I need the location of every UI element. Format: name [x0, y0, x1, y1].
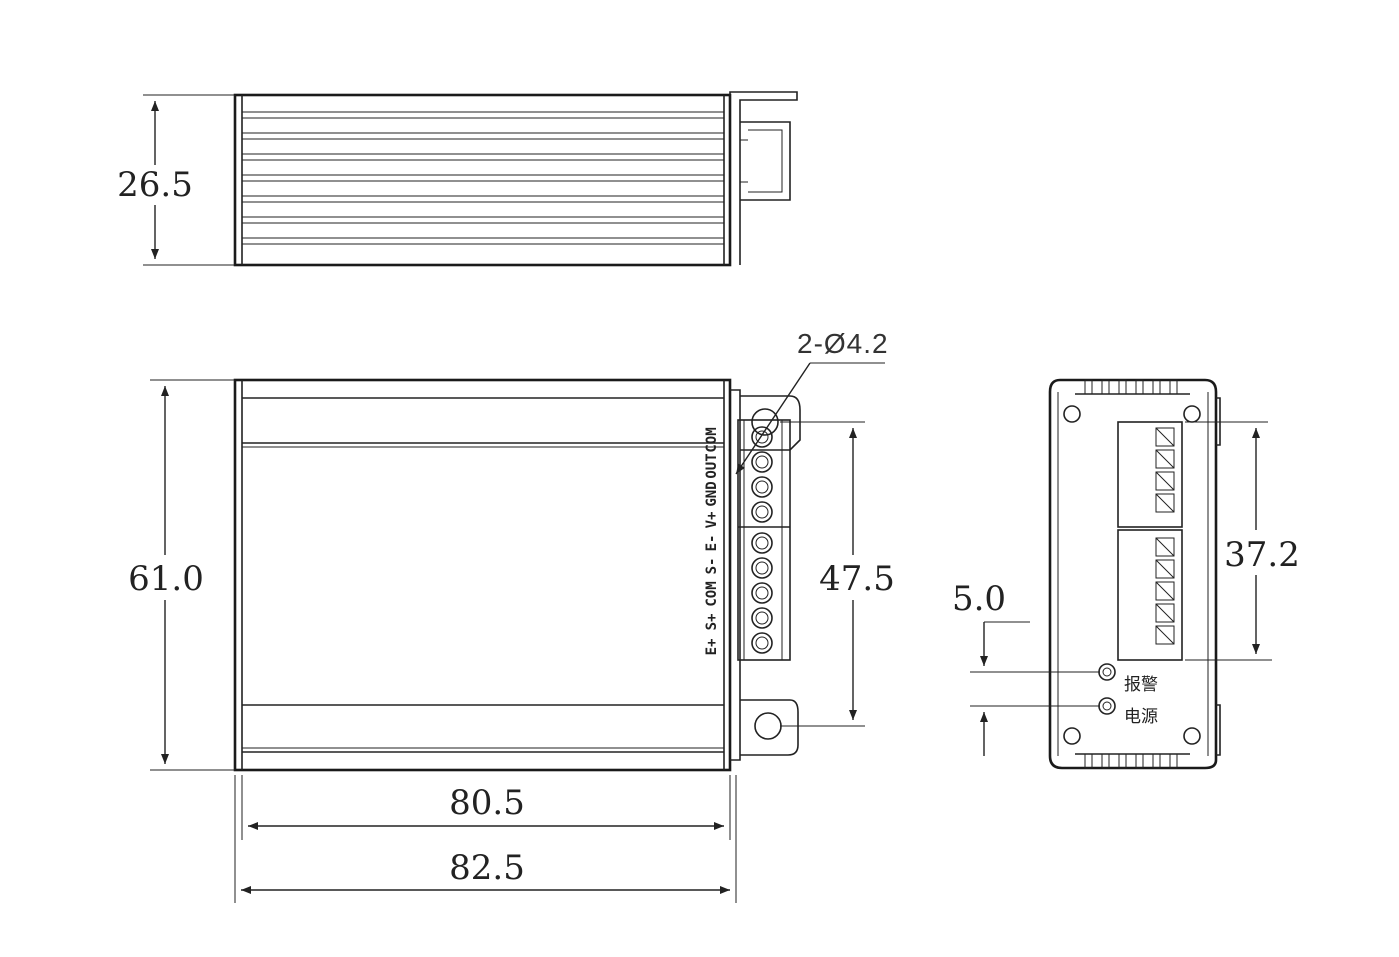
led-alarm-label: 报警 — [1124, 675, 1158, 695]
terminal-label-e-plus: E+ — [704, 639, 720, 656]
led-indicators: 报警 电源 — [1098, 663, 1158, 727]
dim-height-top: 26.5 — [117, 165, 193, 205]
dim-terminal-span: 47.5 — [819, 559, 895, 599]
lower-mount-ear — [740, 699, 799, 756]
mount-hole-label: 2-Ø4.2 — [797, 328, 889, 359]
terminal-labels: E+ S+ COM S- E- V+ GND OUT COM — [704, 427, 720, 655]
led-power-label: 电源 — [1124, 707, 1158, 727]
heatsink-fins — [242, 111, 724, 245]
dim-width-inner: 80.5 — [449, 783, 525, 823]
front-view: E+ S+ COM S- E- V+ GND OUT COM 2-Ø4.2 61… — [128, 328, 895, 903]
terminal-label-s-minus: S- — [704, 558, 720, 575]
terminal-label-gnd: GND — [704, 481, 720, 506]
end-view-top-fins — [1075, 379, 1190, 395]
terminal-block — [737, 419, 791, 661]
dim-height-front: 61.0 — [128, 559, 204, 599]
terminal-label-com-2: COM — [704, 427, 720, 452]
dim-led-spacing: 5.0 — [952, 579, 1006, 619]
end-view-terminal-block — [1117, 421, 1183, 661]
terminal-label-com: COM — [704, 581, 720, 606]
terminal-screws — [751, 426, 773, 654]
terminal-label-s-plus: S+ — [704, 614, 720, 631]
dim-end-terminal-span: 37.2 — [1224, 535, 1300, 575]
top-view: 26.5 — [117, 91, 798, 267]
upper-mount-ear — [740, 395, 801, 451]
terminal-label-out: OUT — [704, 453, 720, 478]
terminal-label-e-minus: E- — [704, 535, 720, 552]
end-view-bottom-fins — [1075, 753, 1190, 769]
terminal-label-v-plus: V+ — [704, 512, 720, 529]
dim-width-outer: 82.5 — [449, 848, 525, 888]
mount-hole-callout: 2-Ø4.2 — [735, 328, 889, 475]
end-view: 报警 电源 37.2 5.0 — [952, 378, 1300, 770]
